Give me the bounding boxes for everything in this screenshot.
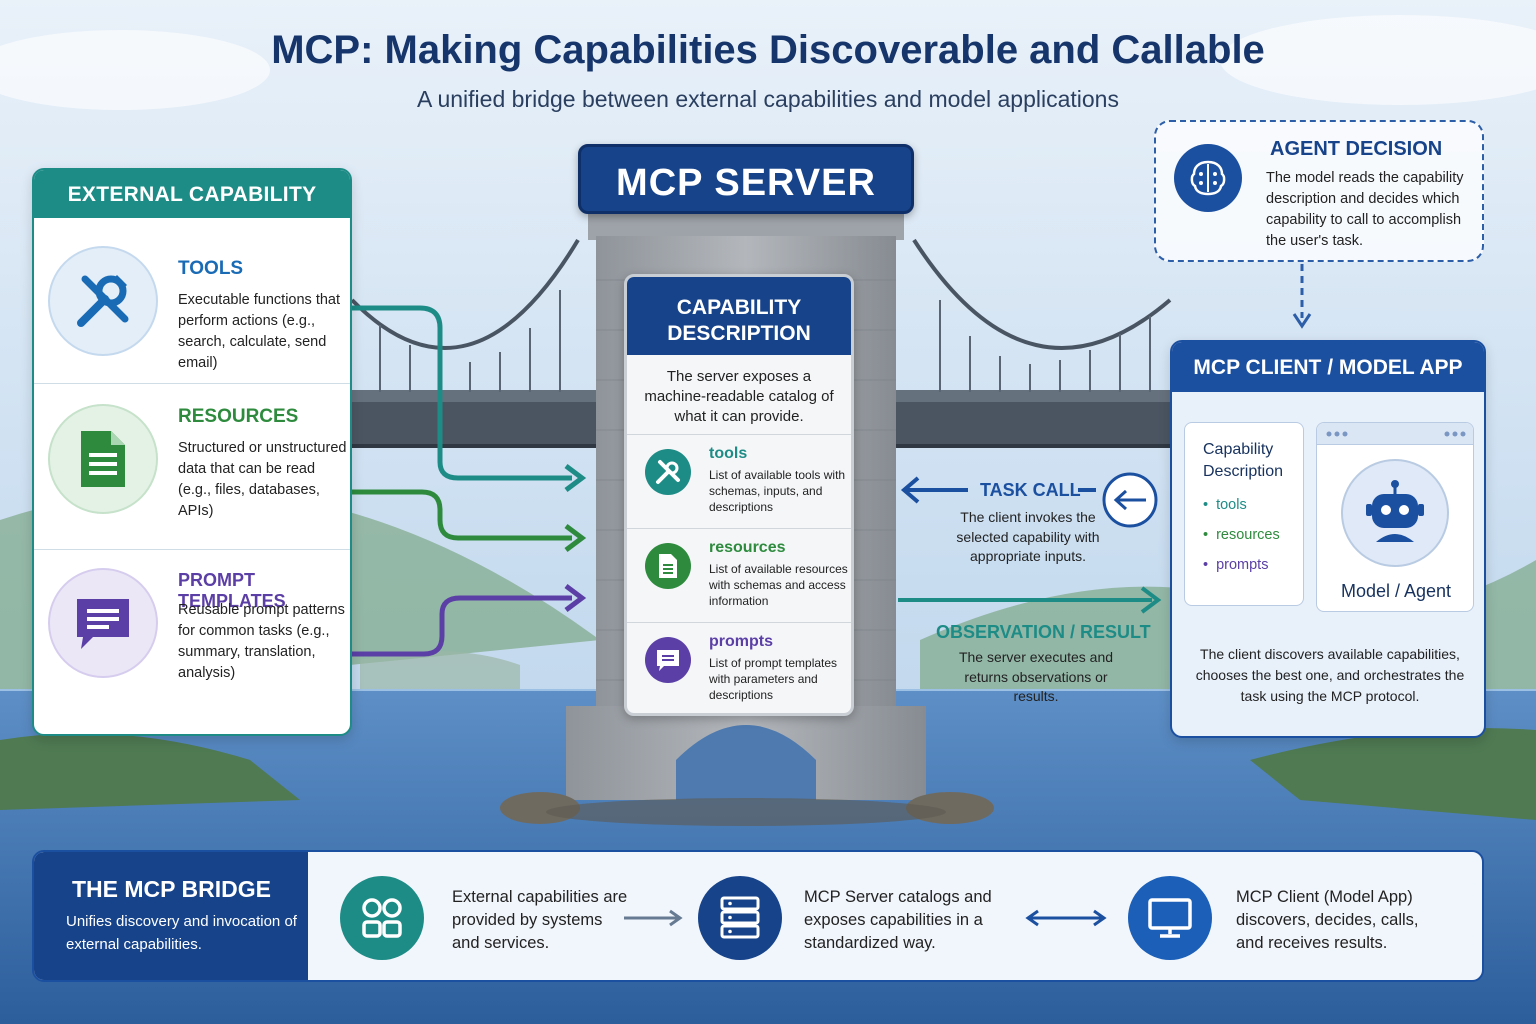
double-arrow-icon (1025, 909, 1107, 927)
capability-board-title: CAPABILITY DESCRIPTION (627, 277, 851, 355)
capability-description-board: CAPABILITY DESCRIPTION The server expose… (624, 274, 854, 716)
capability-title: RESOURCES (178, 406, 299, 427)
chat-bubble-icon (48, 568, 158, 678)
tools-icon (645, 449, 691, 495)
wrench-screwdriver-icon (48, 246, 158, 356)
board-item-resources[interactable]: resources List of available resources wi… (627, 529, 851, 623)
board-item-desc: List of available tools with schemas, in… (709, 468, 846, 514)
capability-desc: Executable functions that perform action… (178, 292, 341, 371)
mcp-client-panel: MCP CLIENT / MODEL APP Capability Descri… (1170, 340, 1486, 738)
robot-icon (1341, 459, 1449, 567)
capability-desc: Structured or unstructured data that can… (178, 440, 347, 519)
external-capability-header: EXTERNAL CAPABILITY (34, 170, 350, 218)
document-icon (645, 543, 691, 589)
agent-decision-title: AGENT DECISION (1270, 138, 1443, 160)
capability-item-tools[interactable]: TOOLS Executable functions that perform … (34, 218, 350, 384)
client-cap-item-prompts: prompts (1203, 557, 1268, 573)
bridge-step-text: MCP Client (Model App) discovers, decide… (1236, 888, 1419, 952)
brain-icon (1174, 144, 1242, 212)
client-capability-card: Capability Description tools resources p… (1184, 422, 1304, 606)
mcp-bridge-title: THE MCP BRIDGE (72, 876, 271, 902)
agent-decision-box: AGENT DECISION The model reads the capab… (1154, 120, 1484, 262)
board-item-prompts[interactable]: prompts List of prompt templates with pa… (627, 623, 851, 713)
apps-grid-icon (340, 876, 424, 960)
bridge-step-text: External capabilities are provided by sy… (452, 888, 628, 952)
external-capability-panel: EXTERNAL CAPABILITY TOOLS Executable fun… (32, 168, 352, 736)
observation-desc: The server executes and returns observat… (958, 649, 1114, 704)
model-agent-label: Model / Agent (1340, 581, 1452, 601)
board-item-title: resources (709, 539, 786, 556)
client-capability-title: Capability Description (1203, 441, 1284, 480)
page-title: MCP: Making Capabilities Discoverable an… (271, 28, 1265, 72)
mcp-bridge-heading: THE MCP BRIDGE Unifies discovery and inv… (34, 852, 308, 980)
page-subtitle: A unified bridge between external capabi… (417, 86, 1119, 112)
mcp-client-header: MCP CLIENT / MODEL APP (1172, 342, 1484, 392)
mcp-server-sign: MCP SERVER (578, 144, 914, 214)
window-titlebar (1317, 423, 1473, 445)
mcp-client-desc: The client discovers available capabilit… (1195, 646, 1465, 704)
client-cap-item-tools: tools (1203, 497, 1247, 513)
capability-title: TOOLS (178, 258, 244, 279)
board-item-title: tools (709, 445, 748, 462)
model-agent-window[interactable]: Model / Agent (1316, 422, 1474, 612)
client-cap-item-resources: resources (1203, 527, 1280, 543)
board-item-title: prompts (709, 633, 773, 650)
board-item-desc: List of available resources with schemas… (709, 562, 848, 608)
board-item-desc: List of prompt templates with parameters… (709, 656, 838, 702)
capability-item-resources[interactable]: RESOURCES Structured or unstructured dat… (34, 384, 350, 550)
monitor-icon (1128, 876, 1212, 960)
chat-bubble-icon (645, 637, 691, 683)
arrow-right-icon (624, 909, 683, 927)
capability-board-intro: The server exposes a machine-readable ca… (627, 355, 851, 435)
task-call-label: TASK CALL (980, 480, 1081, 500)
capability-item-prompt-templates[interactable]: PROMPT TEMPLATES Reusable prompt pattern… (34, 550, 350, 716)
mcp-bridge-summary: THE MCP BRIDGE Unifies discovery and inv… (32, 850, 1484, 982)
capability-title: PROMPT TEMPLATES (178, 570, 286, 611)
document-icon (48, 404, 158, 514)
mcp-bridge-subtitle: Unifies discovery and invocation of exte… (66, 913, 297, 953)
bridge-step-text: MCP Server catalogs and exposes capabili… (804, 888, 992, 952)
capability-desc: Reusable prompt patterns for common task… (178, 602, 345, 681)
agent-decision-desc: The model reads the capability descripti… (1266, 170, 1464, 249)
board-item-tools[interactable]: tools List of available tools with schem… (627, 435, 851, 529)
server-icon (698, 876, 782, 960)
observation-label: OBSERVATION / RESULT (936, 622, 1151, 642)
task-call-desc: The client invokes the selected capabili… (956, 509, 1100, 564)
